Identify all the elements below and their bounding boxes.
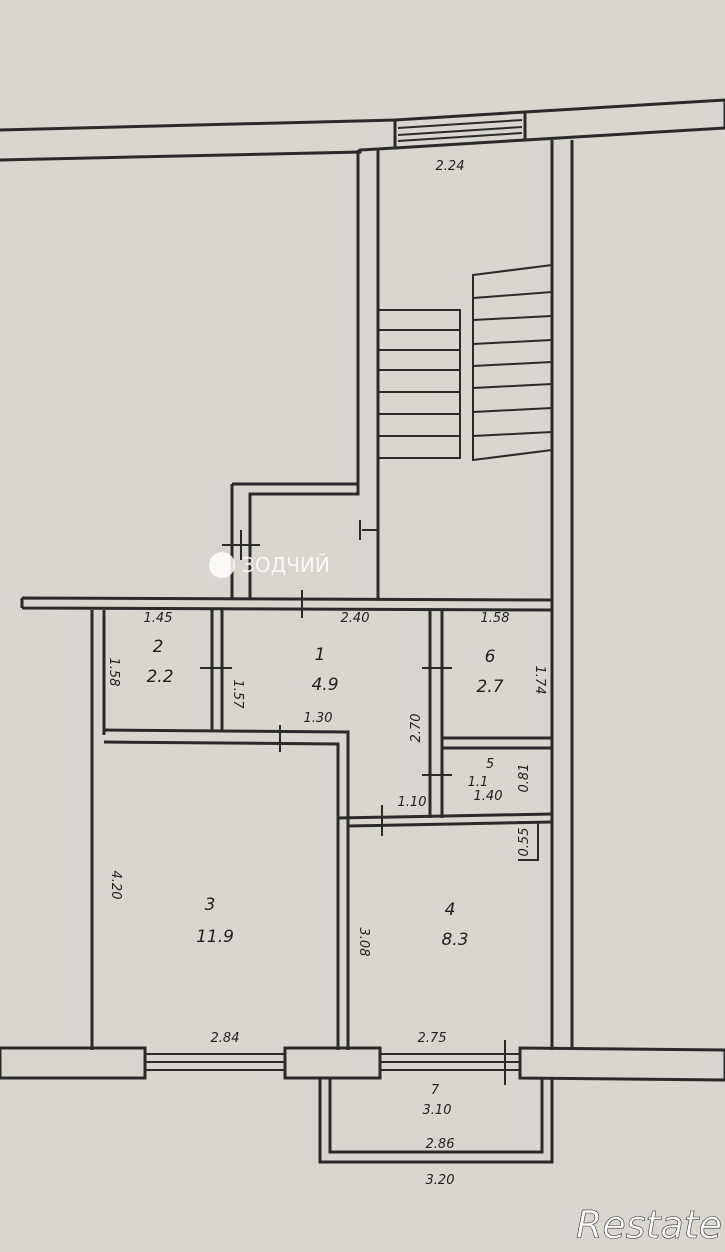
room-3-area: 11.9 [196, 927, 234, 947]
dim-room2-inner: 1.57 [230, 680, 245, 710]
room-6-number: 6 [485, 647, 496, 667]
room-2-area: 2.2 [146, 667, 173, 687]
dim-balcony-outer: 3.20 [426, 1173, 455, 1188]
bottom-outer-wall [0, 1046, 725, 1082]
dim-room6-side: 1.74 [532, 666, 547, 695]
room-1-number: 1 [315, 645, 326, 665]
room-7-number: 7 [431, 1083, 440, 1098]
dim-room5-side: 0.81 [517, 764, 532, 793]
dim-stair-window: 2.24 [436, 159, 465, 174]
dim-room3-side: 4.20 [108, 871, 123, 900]
dim-corridor-top: 2.40 [341, 611, 370, 626]
dim-corridor-wall: 2.70 [409, 714, 424, 743]
dimension-labels: 2.24 1.45 2.40 1.58 1.58 1.57 1.74 2.70 … [106, 159, 547, 1188]
room-3-number: 3 [205, 895, 216, 915]
stairwell [222, 140, 574, 1050]
watermark-center-text: ЗОДЧИЙ [242, 553, 330, 577]
room-2-walls [90, 610, 232, 1050]
room-2-number: 2 [153, 637, 164, 657]
dim-room3-top: 1.30 [304, 711, 333, 726]
dim-room5-inner: 1.1 [468, 775, 489, 790]
room-1-area: 4.9 [311, 675, 338, 695]
corridor-top-wall [20, 590, 553, 618]
top-outer-wall [0, 98, 725, 162]
dim-room5-top: 1.10 [398, 795, 427, 810]
dim-room2-top: 1.45 [144, 611, 173, 626]
zodchiy-logo-icon [209, 552, 235, 578]
room-4-area: 8.3 [441, 930, 468, 950]
dim-room2-side: 1.58 [106, 658, 121, 687]
dim-room4-side: 3.08 [356, 928, 371, 957]
dim-balcony-inner: 2.86 [426, 1137, 455, 1152]
room-6-area: 2.7 [476, 677, 503, 697]
room-5-number: 5 [486, 757, 494, 772]
brand-logo-text: Restate [576, 1203, 722, 1247]
dim-room3-bottom: 2.84 [211, 1031, 240, 1046]
dim-room4-bottom: 2.75 [418, 1031, 447, 1046]
balcony [318, 1040, 554, 1164]
dim-room4-step: 0.55 [517, 828, 532, 857]
room-5-area: 1.40 [474, 789, 503, 804]
room-7-area: 3.10 [423, 1103, 452, 1118]
room-4-number: 4 [445, 900, 456, 920]
dim-room6-top: 1.58 [481, 611, 510, 626]
watermark-brand: Restate [576, 1203, 723, 1248]
watermark-center: ЗОДЧИЙ [209, 552, 330, 578]
rooms-3-4-walls [103, 610, 553, 1050]
room-labels: 1 4.9 2 2.2 3 11.9 4 8.3 5 1.40 6 2.7 7 … [146, 637, 503, 1118]
